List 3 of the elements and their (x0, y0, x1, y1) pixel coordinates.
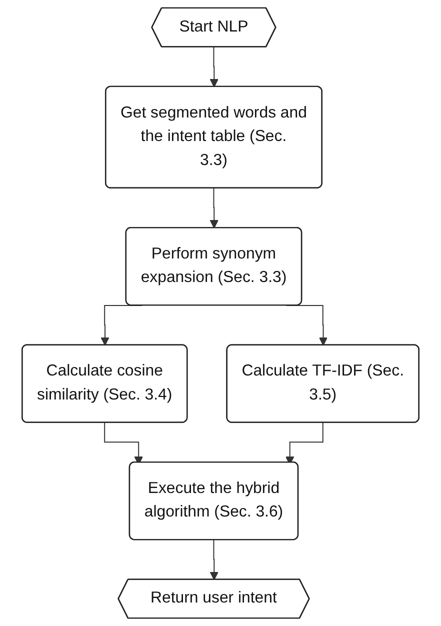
arrow (210, 46, 218, 88)
arrow (210, 188, 218, 228)
arrow (210, 540, 218, 580)
